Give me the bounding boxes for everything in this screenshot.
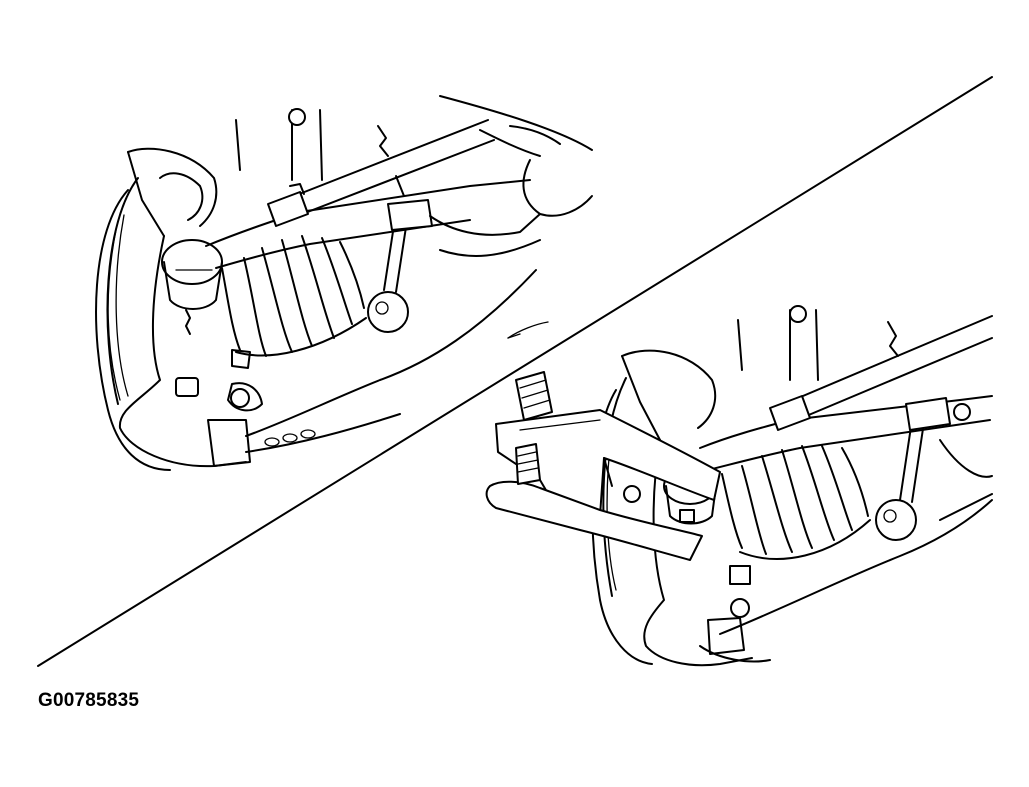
ball-joint-separator-tool bbox=[485, 371, 721, 561]
left-steering-knuckle bbox=[118, 235, 247, 468]
left-view-assembly bbox=[95, 95, 593, 471]
figure-id-label: G00785835 bbox=[38, 690, 140, 711]
right-view-assembly bbox=[591, 305, 993, 667]
left-stabilizer-link bbox=[367, 175, 433, 333]
left-lower-arm-holes bbox=[264, 429, 316, 447]
divider-line bbox=[37, 76, 993, 667]
right-cv-boot bbox=[721, 445, 871, 560]
left-bolt-head bbox=[175, 377, 199, 397]
right-tie-rod bbox=[769, 315, 993, 431]
left-cv-boot bbox=[221, 235, 367, 357]
right-lower-arm bbox=[719, 499, 993, 635]
right-steering-knuckle bbox=[643, 439, 753, 667]
left-brake-rotor bbox=[95, 147, 218, 471]
right-stabilizer-link bbox=[875, 397, 971, 541]
left-lower-arm bbox=[245, 269, 537, 437]
left-tie-rod-end bbox=[161, 239, 223, 310]
left-tie-rod bbox=[267, 119, 495, 227]
